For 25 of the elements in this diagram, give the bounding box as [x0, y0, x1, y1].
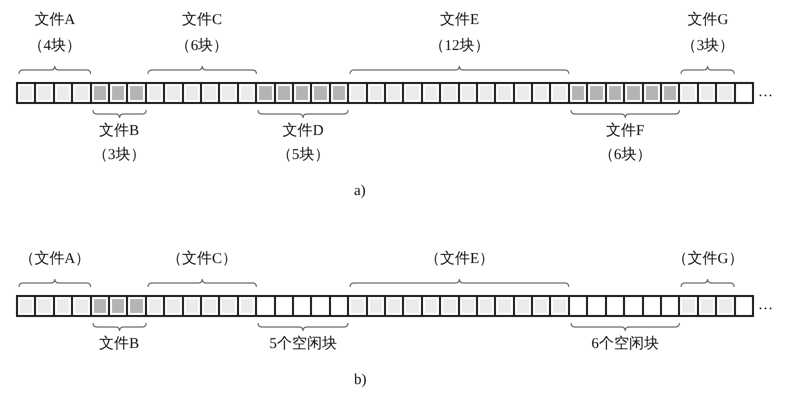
figure-caption: b) — [354, 372, 366, 389]
file-label: 文件B — [99, 334, 140, 354]
file-label: 5个空闲块 — [269, 334, 337, 354]
figure-caption: a) — [354, 183, 366, 200]
file-label: 文件C — [182, 10, 222, 30]
file-label: 文件E — [440, 10, 480, 30]
file-label: （6块） — [176, 36, 228, 56]
file-label: （4块） — [28, 36, 82, 56]
file-label: 6个空闲块 — [591, 334, 659, 354]
file-label: 文件D — [282, 122, 324, 141]
ellipsis: … — [758, 84, 773, 101]
file-label: （6块） — [598, 146, 652, 165]
ellipsis: … — [758, 297, 773, 314]
file-label: （文件G） — [672, 250, 744, 269]
file-label: 文件G — [688, 10, 728, 30]
file-label: （文件E） — [424, 250, 494, 269]
file-label: 文件F — [606, 122, 644, 141]
file-label: （3块） — [92, 146, 146, 165]
file-label: 文件A — [34, 10, 76, 30]
file-label: （12块） — [430, 36, 490, 56]
file-label: （文件A） — [19, 250, 90, 269]
file-label: （3块） — [682, 36, 734, 56]
file-label: （5块） — [276, 146, 330, 165]
file-label: 文件B — [99, 122, 140, 141]
file-label: （文件C） — [166, 250, 237, 269]
